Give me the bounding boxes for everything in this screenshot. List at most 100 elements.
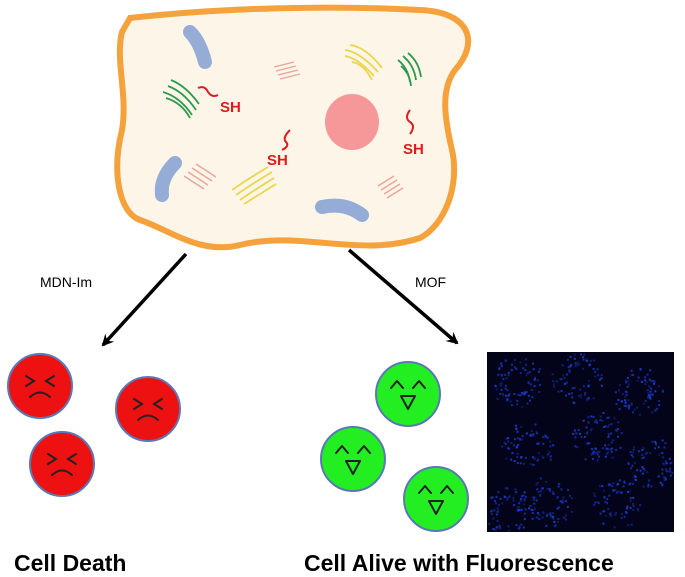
fluorescence-speckle xyxy=(517,443,520,446)
fluorescence-speckle xyxy=(648,395,651,398)
fluorescence-speckle xyxy=(499,392,502,395)
fluorescence-speckle xyxy=(601,419,604,422)
fluorescence-speckle xyxy=(549,514,552,517)
fluorescence-speckle xyxy=(513,438,516,441)
fluorescence-speckle xyxy=(506,487,509,490)
fluorescence-speckle xyxy=(537,491,540,493)
fluorescence-speckle xyxy=(627,463,630,465)
fluorescence-speckle xyxy=(614,489,617,492)
fluorescence-speckle xyxy=(532,496,535,499)
fluorescence-speckle xyxy=(620,516,623,519)
fluorescence-speckle xyxy=(609,513,612,516)
fluorescence-speckle xyxy=(577,395,580,398)
fluorescence-speckle xyxy=(613,526,616,529)
fluorescence-speckle xyxy=(500,382,503,385)
fluorescence-speckle xyxy=(552,518,555,521)
fluorescence-speckle xyxy=(521,406,524,409)
fluorescence-speckle xyxy=(507,374,510,377)
fluorescence-speckle xyxy=(620,513,623,516)
fluorescence-speckle xyxy=(500,365,503,368)
fluorescence-speckle xyxy=(601,510,604,513)
fluorescence-speckle xyxy=(643,469,646,472)
fluorescence-speckle xyxy=(573,429,576,432)
fluorescence-speckle xyxy=(536,459,539,462)
fluorescence-speckle xyxy=(628,483,631,486)
fluorescence-speckle xyxy=(653,381,656,384)
fluorescence-speckle xyxy=(588,442,591,445)
fluorescence-speckle xyxy=(579,388,582,391)
fluorescence-speckle xyxy=(604,455,607,458)
fluorescence-speckle xyxy=(528,371,531,374)
fluorescence-speckle xyxy=(599,415,602,418)
fluorescence-speckle xyxy=(532,362,534,365)
fluorescence-speckle xyxy=(571,396,574,399)
fluorescence-speckle xyxy=(557,485,560,488)
fluorescence-speckle xyxy=(632,411,635,414)
golgi-apparatus xyxy=(344,44,383,81)
fluorescence-speckle xyxy=(553,383,555,386)
fluorescence-speckle xyxy=(549,458,552,461)
fluorescence-speckle xyxy=(513,460,516,462)
fluorescence-speckle xyxy=(560,378,563,381)
fluorescence-speckle xyxy=(552,444,555,447)
fluorescence-speckle xyxy=(495,388,498,391)
fluorescence-speckle xyxy=(573,353,576,356)
fluorescence-speckle xyxy=(525,374,528,377)
fluorescence-speckle xyxy=(523,512,526,515)
fluorescence-speckle xyxy=(654,447,656,450)
fluorescence-speckle xyxy=(587,416,590,419)
fluorescence-speckle xyxy=(611,485,614,488)
fluorescence-speckle xyxy=(546,436,549,439)
fluorescence-speckle xyxy=(647,485,650,488)
fluorescence-speckle xyxy=(505,457,508,460)
fluorescence-speckle xyxy=(600,377,603,380)
fluorescence-speckle xyxy=(618,384,621,387)
fluorescence-speckle xyxy=(570,497,573,500)
fluorescence-speckle xyxy=(574,364,577,367)
fluorescence-speckle xyxy=(520,523,523,526)
ribosome-cluster xyxy=(183,163,217,190)
fluorescence-speckle xyxy=(665,468,668,470)
fluorescence-speckle xyxy=(666,470,669,473)
fluorescence-speckle xyxy=(586,432,588,435)
dead-cell xyxy=(29,431,95,497)
fluorescence-speckle xyxy=(624,399,627,402)
fluorescence-speckle xyxy=(572,401,575,404)
alive-caption: Cell Alive with Fluorescence xyxy=(304,550,614,576)
thiol-chain xyxy=(281,129,291,151)
fluorescence-speckle xyxy=(508,495,511,498)
fluorescence-speckle xyxy=(564,514,567,517)
fluorescence-speckle xyxy=(506,398,509,401)
fluorescence-speckle xyxy=(630,467,633,470)
fluorescence-speckle xyxy=(557,521,559,523)
fluorescence-speckle xyxy=(523,518,526,521)
fluorescence-speckle xyxy=(514,424,517,427)
fluorescence-speckle xyxy=(562,499,564,502)
fluorescence-speckle xyxy=(533,496,536,499)
fluorescence-speckle xyxy=(536,379,539,382)
fluorescence-speckle xyxy=(624,379,627,382)
fluorescence-speckle xyxy=(567,366,570,369)
fluorescence-speckle xyxy=(662,456,665,459)
fluorescence-speckle xyxy=(626,505,629,508)
fluorescence-speckle xyxy=(609,448,612,451)
fluorescence-speckle xyxy=(541,487,544,490)
fluorescence-speckle xyxy=(578,432,581,435)
fluorescence-speckle xyxy=(504,387,507,390)
fluorescence-speckle xyxy=(508,529,511,532)
fluorescence-speckle xyxy=(586,431,589,434)
fluorescence-speckle xyxy=(603,495,606,498)
fluorescence-speckle xyxy=(496,398,499,401)
fluorescence-speckle xyxy=(527,381,530,384)
fluorescence-speckle xyxy=(593,492,596,495)
fluorescence-speckle xyxy=(629,497,632,500)
fluorescence-speckle xyxy=(647,396,649,399)
fluorescence-speckle xyxy=(618,479,621,482)
fluorescence-speckle xyxy=(517,506,520,509)
fluorescence-speckle xyxy=(646,471,649,474)
fluorescence-speckle xyxy=(595,421,598,424)
fluorescence-speckle xyxy=(520,456,523,459)
fluorescence-speckle xyxy=(574,362,577,365)
fluorescence-speckle xyxy=(529,399,531,402)
fluorescence-speckle xyxy=(664,442,667,445)
